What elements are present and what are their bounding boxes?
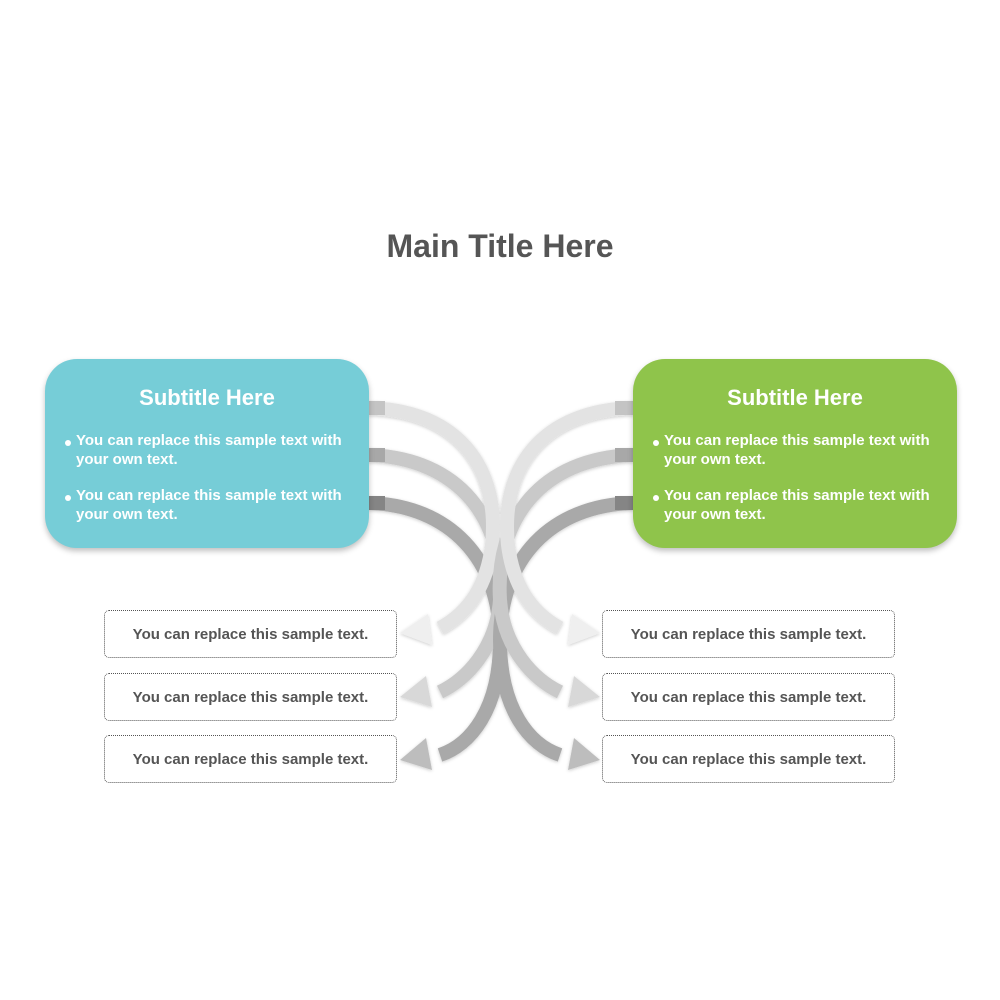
arrowhead-right-1 (568, 614, 600, 645)
left-subtitle: Subtitle Here (139, 385, 275, 410)
left-bullet-2: You can replace this sample text with yo… (65, 486, 355, 524)
left-text-box-1: You can replace this sample text. (104, 610, 397, 658)
left-text-box-2: You can replace this sample text. (104, 673, 397, 721)
left-text-box-3: You can replace this sample text. (104, 735, 397, 783)
right-subtitle: Subtitle Here (727, 385, 863, 410)
main-title: Main Title Here (386, 228, 614, 264)
left-subtitle-card: Subtitle Here You can replace this sampl… (45, 359, 369, 548)
left-bullet-list: You can replace this sample text with yo… (65, 431, 355, 541)
arrow-right-2 (492, 448, 635, 699)
arrow-right-1 (500, 401, 635, 635)
right-text-box-1: You can replace this sample text. (602, 610, 895, 658)
arrowhead-right-2 (568, 676, 600, 707)
arrowhead-right-3 (568, 738, 600, 770)
arrowhead-left-2 (400, 676, 432, 707)
right-subtitle-card: Subtitle Here You can replace this sampl… (633, 359, 957, 548)
arrowhead-left-3 (400, 738, 432, 770)
right-text-box-2: You can replace this sample text. (602, 673, 895, 721)
right-bullet-2: You can replace this sample text with yo… (653, 486, 943, 524)
left-bullet-1: You can replace this sample text with yo… (65, 431, 355, 469)
right-bullet-list: You can replace this sample text with yo… (653, 431, 943, 541)
arrow-left-1 (367, 401, 500, 635)
arrowhead-left-1 (400, 614, 432, 645)
right-text-box-3: You can replace this sample text. (602, 735, 895, 783)
right-bullet-1: You can replace this sample text with yo… (653, 431, 943, 469)
